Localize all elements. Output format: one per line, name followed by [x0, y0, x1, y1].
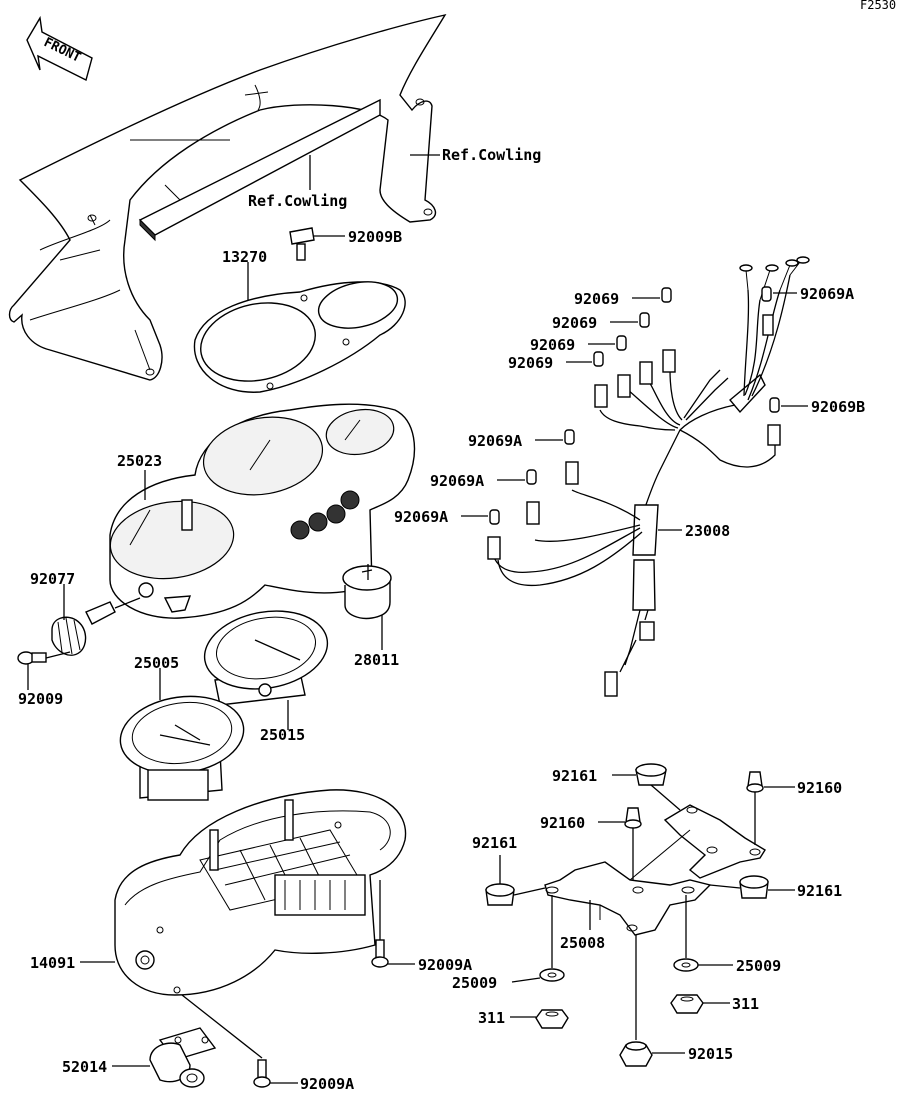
label-92009A-1: 92009A: [418, 956, 472, 974]
label-92069-1: 92069: [574, 290, 619, 308]
label-92160-mid: 92160: [540, 814, 585, 832]
wiring-harness-23008: [487, 256, 810, 697]
lower-case-14091: [114, 789, 407, 996]
nut-311-right: [670, 994, 704, 1014]
grommet-92161-left: [485, 883, 515, 906]
label-92069-4: 92069: [508, 354, 553, 372]
label-92009B: 92009B: [348, 228, 402, 246]
front-arrow-icon: FRONT: [26, 15, 93, 82]
label-92161-right: 92161: [797, 882, 842, 900]
ref-cowling-right: Ref.Cowling: [442, 146, 541, 164]
grommet-92161-right: [739, 875, 769, 899]
label-25009-right: 25009: [736, 957, 781, 975]
nut-311-left: [535, 1009, 569, 1029]
bulb-92069-icons: [489, 286, 780, 525]
label-92160-right: 92160: [797, 779, 842, 797]
label-25008: 25008: [560, 934, 605, 952]
label-52014: 52014: [62, 1058, 107, 1076]
ref-cowling-center: Ref.Cowling: [248, 192, 347, 210]
screw-92009: [17, 651, 47, 665]
label-92077: 92077: [30, 570, 75, 588]
label-13270: 13270: [222, 248, 267, 266]
meter-cover-25023: [109, 403, 416, 619]
speedometer-25005: [119, 695, 245, 801]
collar-92160-mid: [624, 807, 642, 829]
label-25023: 25023: [117, 452, 162, 470]
washer-25009-left: [539, 968, 565, 982]
gasket-13270: [193, 281, 406, 393]
label-92069B: 92069B: [811, 398, 865, 416]
label-92009A-2: 92009A: [300, 1075, 354, 1093]
label-92069A-top: 92069A: [800, 285, 854, 303]
label-25015: 25015: [260, 726, 305, 744]
bracket-52014: [149, 1027, 217, 1088]
screw-92009A-1: [371, 939, 389, 968]
label-92015: 92015: [688, 1045, 733, 1063]
label-92161-top: 92161: [552, 767, 597, 785]
trip-knob-92077: [51, 601, 116, 656]
temp-gauge-28011: [342, 564, 392, 620]
tachometer-25015: [203, 610, 329, 706]
label-92009: 92009: [18, 690, 63, 708]
bracket-25008: [544, 804, 766, 936]
screw-92009A-2: [253, 1059, 271, 1088]
label-28011: 28011: [354, 651, 399, 669]
label-92069A-3: 92069A: [394, 508, 448, 526]
figure-id: F2530: [860, 0, 896, 12]
label-311-left: 311: [478, 1009, 505, 1027]
screw-92009B: [289, 227, 315, 261]
label-92069-3: 92069: [530, 336, 575, 354]
washer-25009-right: [673, 958, 699, 972]
label-23008: 23008: [685, 522, 730, 540]
label-25005: 25005: [134, 654, 179, 672]
label-92069A-1: 92069A: [468, 432, 522, 450]
label-25009-left: 25009: [452, 974, 497, 992]
label-92161-left: 92161: [472, 834, 517, 852]
label-311-right: 311: [732, 995, 759, 1013]
label-14091: 14091: [30, 954, 75, 972]
grommet-92161-top: [635, 763, 667, 786]
collar-92160-right: [746, 771, 764, 793]
cowling-reference-bar: [138, 98, 381, 242]
label-92069-2: 92069: [552, 314, 597, 332]
nut-92015: [619, 1041, 653, 1067]
label-92069A-2: 92069A: [430, 472, 484, 490]
